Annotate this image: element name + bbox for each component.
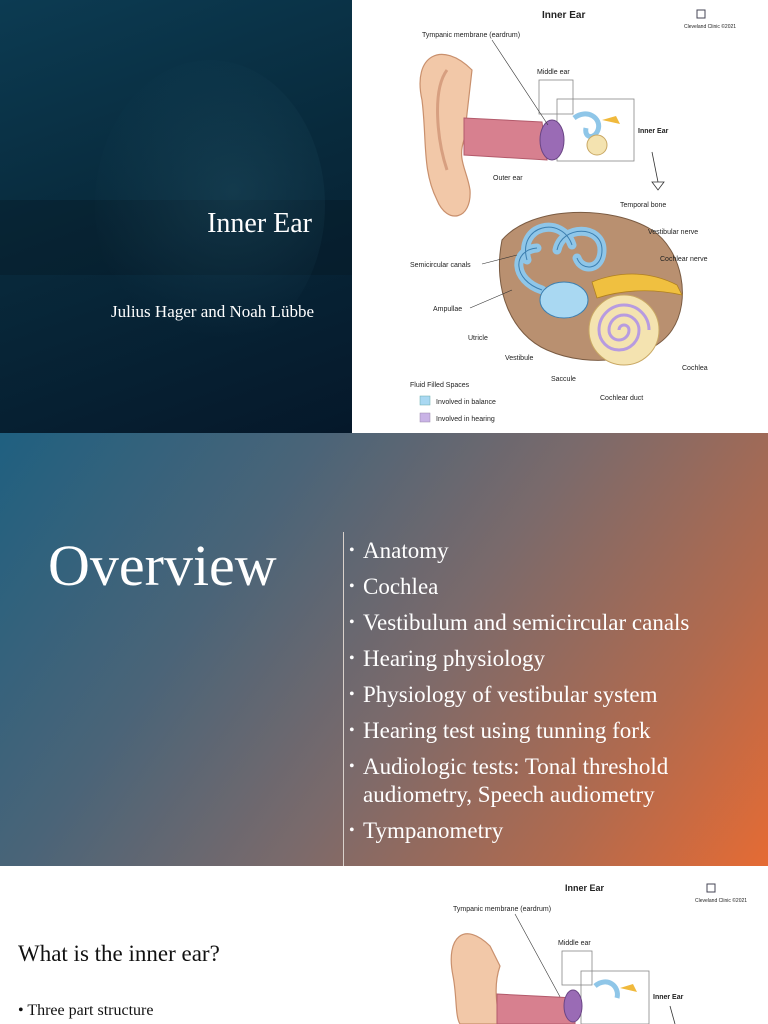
cochlear-duct-spiral (597, 303, 651, 352)
slide-question: What is the inner ear? (18, 941, 220, 966)
inner-ear-illustration-small: Inner Ear Cleveland Clinic ©2021 Tympani… (450, 883, 747, 1024)
clinic-logo-icon (696, 9, 706, 19)
list-item: •Hearing test using tunning fork (349, 718, 651, 743)
small-canal-shape (572, 111, 602, 139)
legend-balance: Involved in balance (436, 399, 496, 406)
divider-line (343, 532, 344, 866)
clinic-logo-icon (706, 883, 716, 893)
figure-title: Inner Ear (542, 10, 585, 21)
slide-authors: Julius Hager and Noah Lübbe (110, 302, 314, 321)
list-item: •Hearing physiology (349, 646, 546, 671)
label-vestibular-nerve: Vestibular nerve (648, 229, 698, 236)
label-inner-ear: Inner Ear (653, 994, 684, 1001)
label-cochlea: Cochlea (682, 365, 708, 372)
leader-tympanic (514, 913, 566, 1007)
list-item: •Vestibulum and semicircular canals (349, 610, 690, 635)
label-middle-ear: Middle ear (537, 69, 570, 76)
overview-heading: Overview (48, 533, 277, 598)
label-utricle: Utricle (468, 335, 488, 342)
decorative-arc (95, 60, 325, 350)
label-semicircular: Semicircular canals (410, 262, 471, 269)
outer-ear-shape (419, 53, 473, 217)
legend-title: Fluid Filled Spaces (410, 382, 470, 389)
label-saccule: Saccule (551, 376, 576, 383)
inner-ear-figure: Inner Ear Cleveland Clinic ©2021 Tympani… (352, 0, 768, 433)
clinic-logo-text: Cleveland Clinic ©2021 (684, 23, 736, 30)
label-middle-ear: Middle ear (558, 940, 591, 947)
legend-hearing-swatch (419, 412, 431, 423)
ear-fold-line (436, 69, 449, 171)
nerve-shape (591, 273, 683, 299)
list-item: •Physiology of vestibular system (349, 682, 658, 707)
small-cochlea-shape (586, 134, 608, 156)
title-panel: Inner Ear Julius Hager and Noah Lübbe (0, 0, 352, 433)
label-tympanic: Tympanic membrane (eardrum) (453, 906, 551, 913)
eardrum-shape (539, 119, 565, 161)
canal-outline (518, 226, 603, 291)
ear-canal (463, 117, 548, 161)
slide-title: Inner Ear (207, 208, 312, 239)
leader-ampullae (469, 289, 513, 309)
middle-ear-box (561, 950, 593, 986)
inner-ear-figure-small: Inner Ear Cleveland Clinic ©2021 Tympani… (405, 866, 763, 1024)
label-outer-ear: Outer ear (493, 175, 523, 182)
inner-ear-illustration: Inner Ear Cleveland Clinic ©2021 Tympani… (410, 9, 736, 423)
label-temporal-bone: Temporal bone (620, 202, 666, 209)
zoom-arrow-icon (669, 1005, 676, 1024)
zoom-arrow-icon (651, 151, 665, 191)
overview-slide: Overview •Anatomy •Cochlea •Vestibulum a… (0, 433, 768, 866)
title-band (0, 200, 352, 275)
figure-title: Inner Ear (565, 883, 605, 893)
list-item: •Tympanometry (349, 818, 504, 843)
question-slide: What is the inner ear? • Three part stru… (0, 866, 768, 1024)
leader-tympanic (491, 39, 549, 126)
label-vestibule: Vestibule (505, 355, 534, 362)
eardrum-shape (563, 989, 583, 1023)
label-inner-ear: Inner Ear (638, 128, 669, 135)
clinic-logo-text: Cleveland Clinic ©2021 (695, 897, 747, 904)
list-item: •Audiologic tests: Tonal threshold audio… (349, 754, 669, 807)
ear-canal (496, 993, 576, 1024)
leader-semicircular (481, 254, 518, 265)
list-item: •Cochlea (349, 574, 439, 599)
nerve-small-shape (620, 984, 637, 992)
nerve-small-shape (602, 116, 620, 124)
label-cochlear-nerve: Cochlear nerve (660, 256, 708, 263)
outer-ear-shape (450, 933, 501, 1024)
small-canal-shape (593, 979, 620, 999)
legend-hearing: Involved in hearing (436, 416, 495, 423)
label-cochlear-duct: Cochlear duct (600, 395, 643, 402)
title-slide: Inner Ear Julius Hager and Noah Lübbe In… (0, 0, 768, 433)
overview-list: •Anatomy •Cochlea •Vestibulum and semici… (347, 537, 743, 853)
bullet-item: • Three part structure (18, 1002, 154, 1019)
middle-ear-box (538, 79, 574, 115)
legend-balance-swatch (419, 395, 431, 406)
label-tympanic: Tympanic membrane (eardrum) (422, 32, 520, 39)
vestibule-shape (539, 281, 589, 319)
list-item: •Anatomy (349, 538, 449, 563)
label-ampullae: Ampullae (433, 306, 462, 313)
